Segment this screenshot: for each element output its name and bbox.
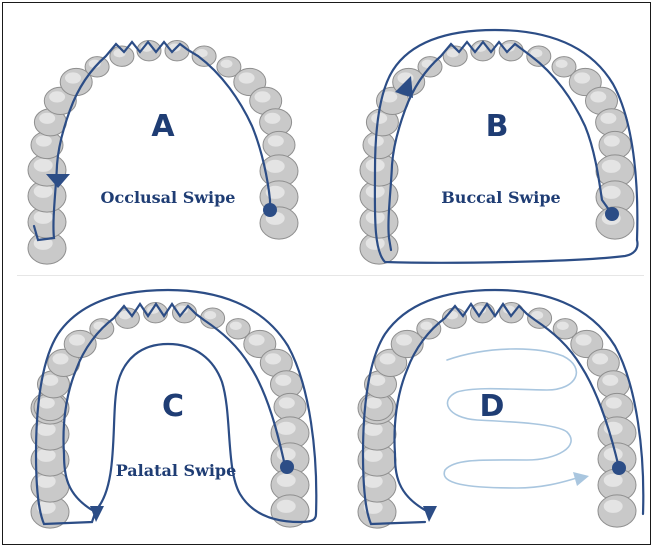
panel-b: B Buccal Swipe: [327, 0, 655, 274]
tooth-highlight: [604, 474, 623, 487]
panel-d: D: [327, 274, 655, 549]
tooth-highlight: [53, 353, 69, 364]
direction-arrow: [423, 506, 437, 522]
light-arrow: [573, 472, 589, 486]
tooth-highlight: [556, 60, 568, 68]
tooth-highlight: [277, 500, 296, 513]
tooth-highlight: [34, 185, 53, 198]
tooth-highlight: [576, 334, 592, 345]
palate-light-swipe: [444, 349, 577, 488]
tooth-highlight: [364, 449, 383, 462]
tooth-highlight: [266, 160, 285, 173]
tooth-highlight: [37, 475, 56, 488]
tooth-highlight: [249, 334, 265, 345]
tooth-highlight: [264, 113, 280, 124]
panel-c: C Palatal Swipe: [0, 274, 327, 549]
panel-caption: Palatal Swipe: [116, 461, 237, 480]
tooth-highlight: [592, 353, 608, 364]
tooth-highlight: [277, 422, 296, 435]
tooth-highlight: [600, 113, 616, 124]
tooth-highlight: [39, 397, 55, 408]
tooth-highlight: [36, 135, 52, 146]
tooth-highlight: [606, 397, 622, 408]
tooth-highlight: [590, 91, 606, 102]
panel-letter: B: [486, 109, 509, 144]
tooth-highlight: [34, 211, 53, 224]
tooth-highlight: [69, 334, 85, 345]
tooth-highlight: [39, 113, 55, 124]
start-dot: [605, 207, 619, 221]
tooth-highlight: [602, 375, 618, 386]
tooth-highlight: [557, 322, 569, 330]
tooth-highlight: [230, 322, 242, 330]
tooth-highlight: [204, 311, 216, 319]
start-dot: [612, 461, 626, 475]
tooth-highlight: [366, 397, 382, 408]
panel-letter: D: [480, 389, 505, 424]
tooth-highlight: [396, 334, 412, 345]
tooth-highlight: [279, 397, 295, 408]
tooth-highlight: [420, 322, 432, 330]
tooth-highlight: [366, 237, 385, 250]
tooth-highlight: [380, 353, 396, 364]
panel-letter: C: [162, 389, 184, 424]
tooth-highlight: [602, 186, 621, 199]
tooth-highlight: [221, 60, 233, 68]
panel-letter: A: [151, 109, 175, 144]
tooth-highlight: [42, 375, 58, 386]
tooth-highlight: [604, 448, 623, 461]
tooth-highlight: [268, 135, 284, 146]
dental-arch-a: [28, 41, 298, 265]
tooth-highlight: [37, 423, 56, 436]
tooth-highlight: [602, 160, 621, 173]
tooth-highlight: [275, 375, 291, 386]
tooth-highlight: [239, 72, 255, 83]
tooth-highlight: [277, 448, 296, 461]
tooth-highlight: [369, 375, 385, 386]
start-dot: [280, 460, 294, 474]
panel-caption: Buccal Swipe: [441, 188, 560, 207]
tooth-highlight: [277, 474, 296, 487]
tooth-highlight: [574, 72, 590, 83]
start-dot: [263, 203, 277, 217]
tooth-highlight: [65, 72, 81, 83]
tooth-highlight: [604, 135, 620, 146]
tooth-highlight: [37, 449, 56, 462]
tooth-highlight: [265, 353, 281, 364]
tooth-highlight: [364, 475, 383, 488]
tooth-highlight: [604, 500, 623, 513]
panel-a: A Occlusal Swipe: [0, 0, 327, 274]
panel-caption: Occlusal Swipe: [101, 188, 236, 207]
tooth-highlight: [255, 91, 271, 102]
tooth-highlight: [364, 423, 383, 436]
tooth-highlight: [34, 159, 53, 172]
tooth-highlight: [49, 91, 65, 102]
